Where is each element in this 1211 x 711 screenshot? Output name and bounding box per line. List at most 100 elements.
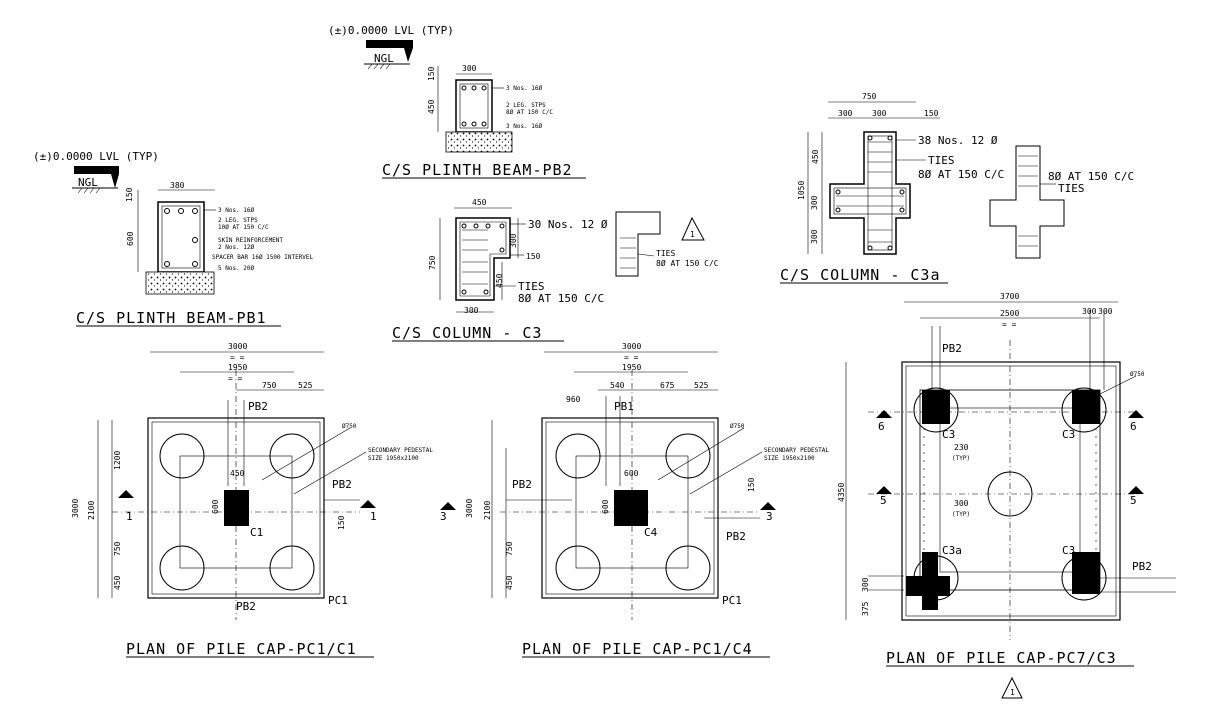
column-c1 <box>224 490 249 526</box>
pc7-beam-top: PB2 <box>942 342 962 355</box>
pc1c4-1950: 1950 <box>622 363 641 372</box>
c3-width-top: 450 <box>472 198 487 207</box>
pc7-c3-br: C3 <box>1062 544 1075 557</box>
pb1-note-1: 3 Nos. 16Ø <box>218 207 255 214</box>
pc1c4-600v: 600 <box>601 499 610 514</box>
pc1c4-525: 525 <box>694 381 709 390</box>
c3-ties-2: TIES <box>656 249 675 258</box>
pb1-note-7: 5 Nos. 20Ø <box>218 265 255 272</box>
c3-bars: 30 Nos. 12 Ø <box>528 218 608 231</box>
pc1c1-eq: = = <box>230 353 245 362</box>
pb1-cover: 150 <box>125 187 134 202</box>
pc7-300v: 300 <box>861 577 870 592</box>
c3-ties: TIES <box>518 280 545 293</box>
pc1c4-sec-left: 3 <box>440 510 447 523</box>
pc7-300b: 300 <box>1098 307 1113 316</box>
pb1-note-3: 10Ø AT 150 C/C <box>218 224 269 231</box>
pc1c4-title: PLAN OF PILE CAP-PC1/C4 <box>522 640 753 658</box>
pc1c1-beam-bottom: PB2 <box>236 600 256 613</box>
pc1c4-pedestal-size: SIZE 1950x2100 <box>764 455 815 462</box>
pc1c4-2100: 2100 <box>483 501 492 520</box>
pc7-c3-tr: C3 <box>1062 428 1075 441</box>
c3a-ties-spec: 8Ø AT 150 C/C <box>918 168 1004 181</box>
revision-triangle-icon <box>681 216 705 241</box>
pc1c4-pile-dia: Ø750 <box>730 423 745 430</box>
c3a-title: C/S COLUMN - C3a <box>780 266 941 284</box>
pc1c1-150: 150 <box>337 515 346 530</box>
column-c3-section: 450 750 300 30 Nos. 12 Ø 150 450 TIES 8Ø… <box>392 198 719 342</box>
pc7-375: 375 <box>861 601 870 616</box>
c3a-overall: 750 <box>862 92 877 101</box>
pc1c4-540: 540 <box>610 381 625 390</box>
pc1c1-750v: 750 <box>113 541 122 556</box>
plinth-beam-pb2: (±)0.0000 LVL (TYP) NGL 300 150 450 3 No… <box>328 24 586 179</box>
pc1c4-960: 960 <box>566 395 581 404</box>
pc1c1-title: PLAN OF PILE CAP-PC1/C1 <box>126 640 357 658</box>
pb2-depth: 450 <box>427 99 436 114</box>
pc1c1-sec-left: 1 <box>126 510 133 523</box>
pc7-sec6-left: 6 <box>878 420 885 433</box>
level-marker-icon-2 <box>404 48 413 62</box>
pile-cap-pc1-c1: 3000 = = 1950 = = 750 525 PB2 450 600 C1… <box>71 342 433 658</box>
pc1c4-600: 600 <box>624 469 639 478</box>
pb1-note-2: 2 LEG. STPS <box>218 217 258 224</box>
pc1c1-600: 600 <box>211 499 220 514</box>
pc7-rev: 1 <box>1010 688 1015 697</box>
pc7-300: 300 <box>954 499 969 508</box>
pc7-300a: 300 <box>1082 307 1097 316</box>
pc1c4-beam-right: PB2 <box>726 530 746 543</box>
pb1-width: 380 <box>170 181 185 190</box>
pc7-typ1: (TYP) <box>952 455 970 462</box>
level-note-2: (±)0.0000 LVL (TYP) <box>328 24 454 37</box>
pc1c1-sec-right: 1 <box>370 510 377 523</box>
column-c3-tl <box>922 390 950 424</box>
column-c4 <box>614 490 648 526</box>
revision-triangle-icon-2 <box>1001 676 1023 699</box>
pb2-title: C/S PLINTH BEAM-PB2 <box>382 161 573 179</box>
pc1c4-cap: PC1 <box>722 594 742 607</box>
pb1-note-4: SKIN REINFORCEMENT <box>218 237 283 244</box>
c3a-bars: 38 Nos. 12 Ø <box>918 134 998 147</box>
pc1c1-1950: 1950 <box>228 363 247 372</box>
pc1c1-overall-v: 3000 <box>71 499 80 518</box>
c3-rev: 1 <box>690 230 695 239</box>
level-flag <box>74 166 119 174</box>
pb1-title: C/S PLINTH BEAM-PB1 <box>76 309 267 327</box>
pc7-2500: 2500 <box>1000 309 1019 318</box>
pc1c1-pile-dia: Ø750 <box>342 423 357 430</box>
pc7-pile-dia: Ø750 <box>1130 371 1145 378</box>
c3-title: C/S COLUMN - C3 <box>392 324 542 342</box>
pile-cap-pc1-c4: 3000 = = 1950 540 675 525 960 PB1 600 60… <box>440 342 829 658</box>
c3-ties-spec-2: 8Ø AT 150 C/C <box>656 258 719 268</box>
pc1c4-450v: 450 <box>505 575 514 590</box>
pb2-width: 300 <box>462 64 477 73</box>
column-c3-tr <box>1072 390 1100 424</box>
pc1c1-750: 750 <box>262 381 277 390</box>
pb2-note-4: 3 Nos. 16Ø <box>506 123 543 130</box>
pb2-note-2: 2 LEG. STPS <box>506 102 546 109</box>
pc7-sec6-right: 6 <box>1130 420 1137 433</box>
c3a-d300a: 300 <box>838 109 853 118</box>
pc1c1-overall: 3000 <box>228 342 247 351</box>
pb2-note-3: 8Ø AT 150 C/C <box>506 109 553 116</box>
pc7-230: 230 <box>954 443 969 452</box>
c3-height: 750 <box>428 255 437 270</box>
pc7-beam-right: PB2 <box>1132 560 1152 573</box>
pc7-typ2: (TYP) <box>952 511 970 518</box>
ngl-label: NGL <box>78 176 98 189</box>
pc1c4-675: 675 <box>660 381 675 390</box>
pc1c4-sec-right: 3 <box>766 510 773 523</box>
pc7-c3-tl: C3 <box>942 428 955 441</box>
c3a-ties: TIES <box>928 154 955 167</box>
c3a-d150: 150 <box>924 109 939 118</box>
pc1c1-eq2: = = <box>228 374 243 383</box>
level-flag-2 <box>366 40 413 48</box>
pc1c4-column: C4 <box>644 526 658 539</box>
pc1c4-eq: = = <box>624 353 639 362</box>
pc1c1-525: 525 <box>298 381 313 390</box>
pc1c1-pedestal-size: SIZE 1950x2100 <box>368 455 419 462</box>
c3-ties-spec: 8Ø AT 150 C/C <box>518 292 604 305</box>
pc1c4-overall: 3000 <box>622 342 641 351</box>
pc1c1-450: 450 <box>230 469 245 478</box>
